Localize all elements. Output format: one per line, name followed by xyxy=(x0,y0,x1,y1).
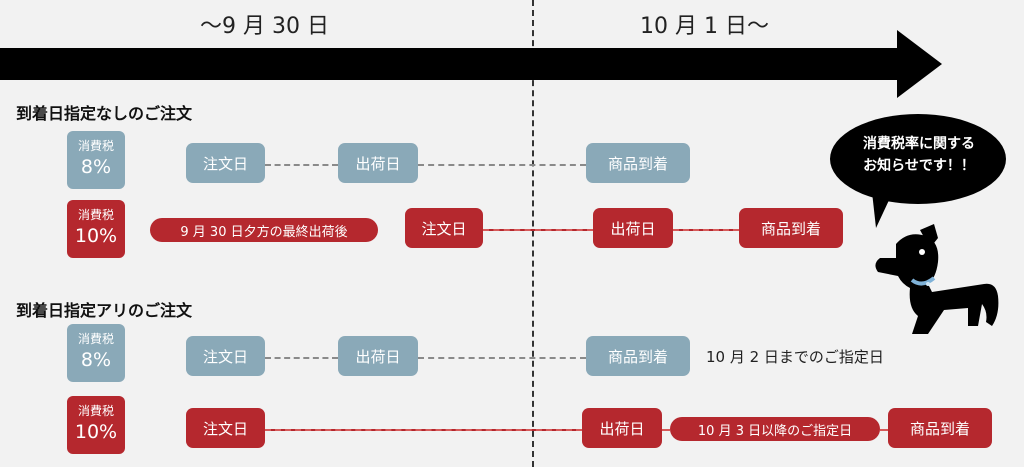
last-shipment-note: 9 月 30 日夕方の最終出荷後 xyxy=(150,218,378,242)
ship-date-step: 出荷日 xyxy=(338,336,418,376)
tax-badge-10-with: 消費税 10% xyxy=(67,396,125,454)
section-title-with-date: 到着日指定アリのご注文 xyxy=(16,301,193,320)
tax-badge-8-none: 消費税 8% xyxy=(67,131,125,189)
arrival-step: 商品到着 xyxy=(888,408,992,448)
connector-line xyxy=(418,357,586,359)
order-date-step: 注文日 xyxy=(186,408,265,448)
delivery-date-note: 10 月 3 日以降のご指定日 xyxy=(670,417,880,441)
ship-date-step: 出荷日 xyxy=(582,408,662,448)
order-date-step: 注文日 xyxy=(186,336,265,376)
bubble-line-1: 消費税率に関する xyxy=(863,136,975,152)
speech-bubble xyxy=(830,114,1006,228)
ship-date-step: 出荷日 xyxy=(338,143,418,183)
date-divider-line xyxy=(532,0,534,467)
dog-mascot-icon xyxy=(875,224,999,334)
tax-badge-rate: 8% xyxy=(80,349,112,371)
tax-badge-rate: 10% xyxy=(74,225,118,247)
delivery-date-note: 10 月 2 日までのご指定日 xyxy=(706,348,884,366)
connector-line xyxy=(483,229,593,231)
connector-line xyxy=(418,164,586,166)
arrival-step: 商品到着 xyxy=(739,208,843,248)
connector-line xyxy=(662,429,670,431)
tax-badge-label: 消費税 xyxy=(77,332,114,346)
connector-line xyxy=(673,229,739,231)
order-date-step: 注文日 xyxy=(405,208,483,248)
tax-badge-8-with: 消費税 8% xyxy=(67,324,125,382)
arrival-step: 商品到着 xyxy=(586,336,690,376)
tax-badge-rate: 10% xyxy=(74,421,118,443)
bubble-text: 消費税率に関する お知らせです！！ xyxy=(845,133,993,177)
bubble-line-2: お知らせです！！ xyxy=(863,158,975,174)
tax-badge-label: 消費税 xyxy=(77,404,114,418)
tax-badge-label: 消費税 xyxy=(77,208,114,222)
arrival-step: 商品到着 xyxy=(586,143,690,183)
timeline-arrow xyxy=(0,30,942,98)
period-before-label: 〜9 月 30 日 xyxy=(200,14,329,39)
ship-date-step: 出荷日 xyxy=(593,208,673,248)
tax-badge-label: 消費税 xyxy=(77,139,114,153)
section-title-no-date: 到着日指定なしのご注文 xyxy=(16,104,193,123)
tax-badge-10-none: 消費税 10% xyxy=(67,200,125,258)
tax-badge-rate: 8% xyxy=(80,156,112,178)
connector-line xyxy=(265,429,582,431)
connector-line xyxy=(265,164,338,166)
order-date-step: 注文日 xyxy=(186,143,265,183)
connector-line xyxy=(265,357,338,359)
connector-line xyxy=(880,429,888,431)
period-after-label: 10 月 1 日〜 xyxy=(640,14,769,39)
